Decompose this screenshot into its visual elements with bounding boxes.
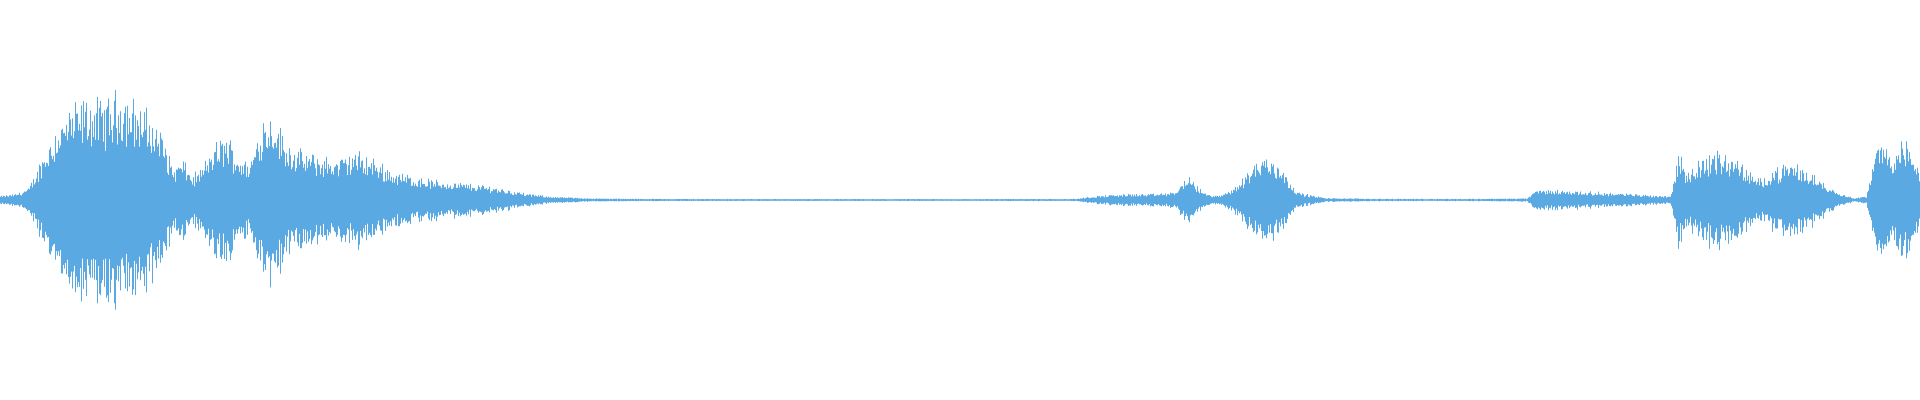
waveform-samples [0, 90, 1920, 310]
